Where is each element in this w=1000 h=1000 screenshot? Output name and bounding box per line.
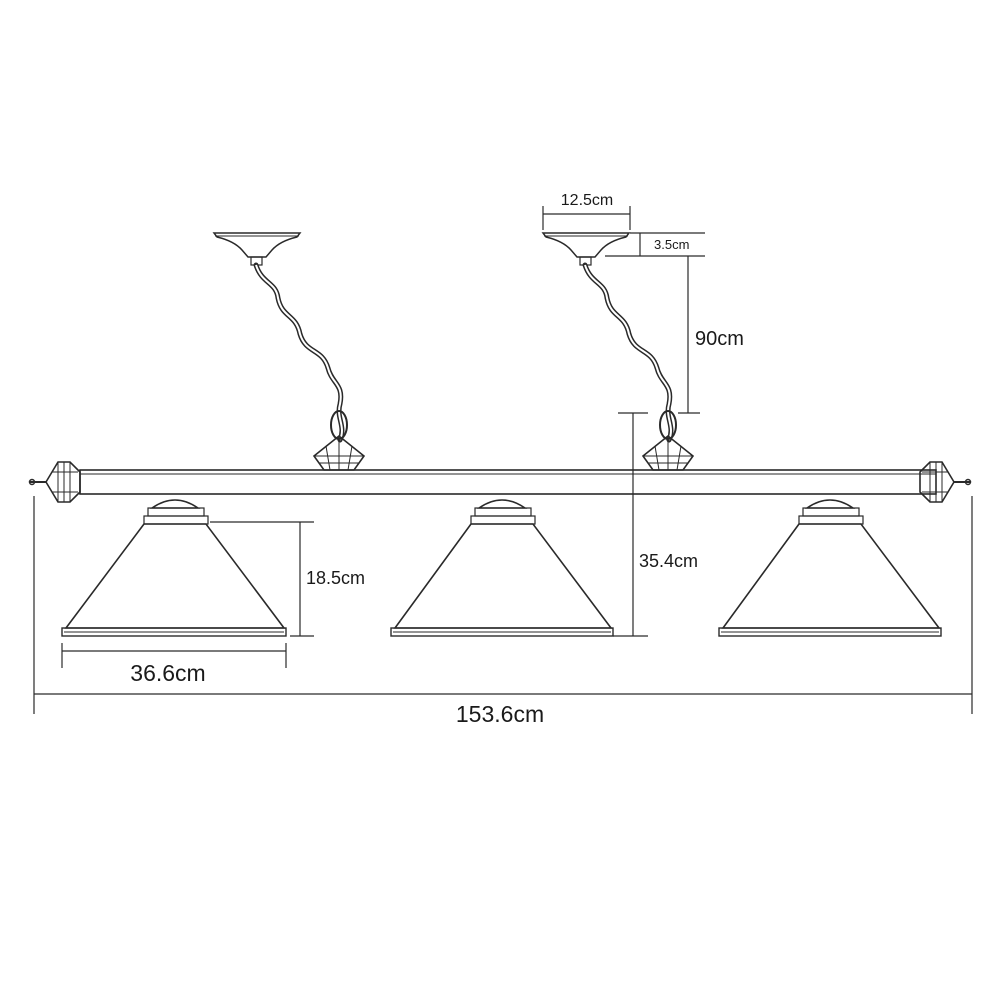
right-end-cap-finial [919,461,972,503]
right-suspension-chain [582,262,677,443]
left-ceiling-canopy [212,232,302,266]
left-suspension-chain [253,262,348,443]
left-lamp-shade [61,499,287,637]
right-ceiling-canopy [541,232,631,266]
shade-height-label: 18.5cm [306,568,365,588]
left-end-cap-finial [28,461,81,503]
right-hanging-finial [641,434,695,471]
center-lamp-shade [390,499,614,637]
shade-width-label: 36.6cm [130,660,205,686]
chain-length-dimension-line [678,256,700,414]
canopy-height-label: 3.5cm [654,237,689,252]
total-length-dimension-line [33,496,973,714]
right-lamp-shade [718,499,942,637]
canopy-width-label: 12.5cm [561,192,613,209]
total-height-label: 35.4cm [639,551,698,571]
total-height-dimension-line [613,412,648,637]
canopy-width-dimension-line [542,206,631,230]
main-horizontal-bar [79,469,937,495]
chain-length-label: 90cm [695,328,744,350]
left-hanging-finial [312,434,366,471]
shade-height-dimension-line [210,521,314,637]
total-length-label: 153.6cm [456,701,544,727]
shade-width-dimension-line [61,643,287,668]
